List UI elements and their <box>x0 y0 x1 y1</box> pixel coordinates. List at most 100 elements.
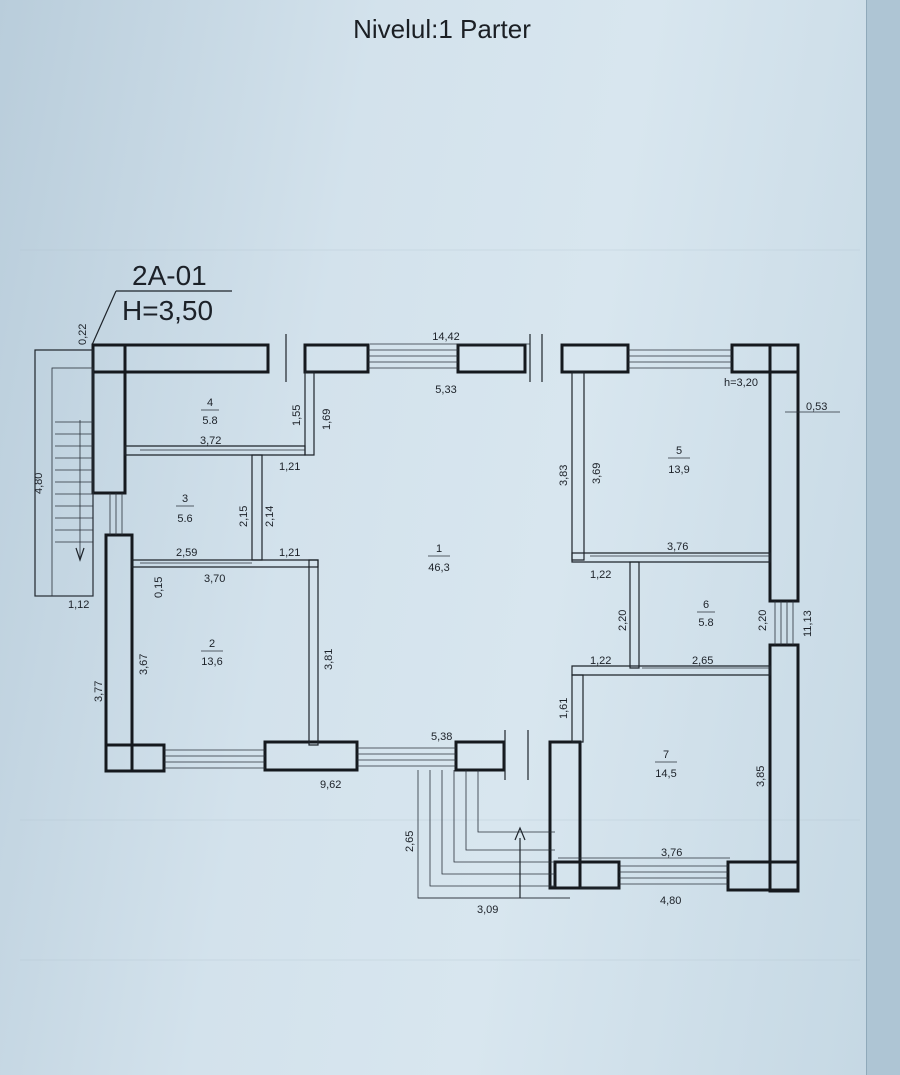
dim-left-outer: 3,77 <box>93 681 105 702</box>
dim-r2-h: 3,67 <box>138 654 150 675</box>
windows <box>109 349 794 885</box>
room-7-label: 7 14,5 <box>655 749 677 780</box>
dim-door-r3: 1,21 <box>279 461 300 473</box>
porch-arrow-icon <box>514 826 526 841</box>
room-5-label: 5 13,9 <box>668 445 690 476</box>
window-bottom-3 <box>619 865 728 885</box>
room-1-number: 1 <box>436 543 442 555</box>
wall-bottom-right <box>726 860 800 892</box>
room-1-label: 1 46,3 <box>428 543 450 574</box>
room-7-number: 7 <box>663 749 669 761</box>
partition-r5-left <box>571 371 585 561</box>
room-3-number: 3 <box>182 493 188 505</box>
dim-top-total: 14,42 <box>432 331 460 343</box>
partition-r4-bottom <box>124 445 306 456</box>
wall-top-seg2 <box>303 343 370 374</box>
partition-r4-right <box>304 371 315 456</box>
dim-right-total: 11,13 <box>802 610 814 637</box>
room-5-number: 5 <box>676 445 682 457</box>
entry-door-marks <box>285 334 543 780</box>
dim-r2-w: 3,70 <box>204 573 225 585</box>
room-3-area: 5.6 <box>177 513 192 525</box>
dim-r3-w: 2,59 <box>176 547 197 559</box>
dim-door-r7: 1,22 <box>590 655 611 667</box>
dim-bottom-total: 9,62 <box>320 779 341 791</box>
room-2-area: 13,6 <box>201 656 222 668</box>
window-left <box>109 493 123 535</box>
wall-right-upper <box>768 343 800 603</box>
dim-r6-h1: 2,20 <box>617 610 629 631</box>
room-2-number: 2 <box>209 638 215 650</box>
dim-r4-w: 3,72 <box>200 435 221 447</box>
dim-door-r6: 1,22 <box>590 569 611 581</box>
dim-h-room5: h=3,20 <box>724 377 758 389</box>
dim-r7-w: 3,76 <box>661 847 682 859</box>
dim-r5-h1: 3,83 <box>558 465 570 486</box>
room-6-number: 6 <box>703 599 709 611</box>
dim-r4-h1: 1,55 <box>291 405 303 426</box>
wall-top-left <box>91 343 270 374</box>
dimension-lines <box>35 343 840 899</box>
dim-top-inner: 5,33 <box>435 384 456 396</box>
wall-bottom-seg3 <box>454 740 506 772</box>
wall-left-lower <box>104 533 134 773</box>
partition-r7-left <box>571 674 584 743</box>
dim-stair-len: 4,80 <box>33 473 45 494</box>
dim-r3-h2: 2,14 <box>264 506 276 527</box>
height-label: H=3,50 <box>122 295 213 326</box>
room-labels: 4 5.8 3 5.6 2 13,6 1 46,3 5 13,9 6 5.8 <box>176 397 715 780</box>
partition-r6-bottom <box>571 665 771 676</box>
dim-r7-h2: 3,85 <box>755 766 767 787</box>
sheet-edge <box>866 0 900 1075</box>
room-4-area: 5.8 <box>202 415 217 427</box>
faint-ruling <box>20 249 860 961</box>
window-top-2 <box>628 349 732 369</box>
room-2-label: 2 13,6 <box>201 638 223 668</box>
stair-arrow-icon <box>75 547 85 562</box>
room-3-label: 3 5.6 <box>176 493 194 525</box>
room-1-area: 46,3 <box>428 562 449 574</box>
page-title: Nivelul:1 Parter <box>353 14 531 44</box>
partition-r6-left <box>629 561 640 669</box>
dim-r3-h: 2,15 <box>238 506 250 527</box>
dim-bottom-inner: 5,38 <box>431 731 452 743</box>
dim-stair-width: 1,12 <box>68 599 89 611</box>
partition-r5-bottom <box>571 552 771 563</box>
partition-r2-right <box>308 559 319 746</box>
dim-r2-h2: 3,81 <box>323 649 335 670</box>
wall-bottom-seg2 <box>263 740 359 772</box>
room-5-area: 13,9 <box>668 464 689 476</box>
window-top-1 <box>368 349 458 369</box>
dim-r5-w: 3,76 <box>667 541 688 553</box>
dim-door-r2: 1,21 <box>279 547 300 559</box>
window-bottom-1 <box>164 749 265 769</box>
wall-top-seg4 <box>560 343 630 374</box>
exterior-walls <box>91 343 800 893</box>
room-4-label: 4 5.8 <box>201 397 219 427</box>
room-4-number: 4 <box>207 397 213 409</box>
wall-left-upper <box>91 343 127 495</box>
wall-bottom-seg4 <box>553 860 621 890</box>
wall-right-lower <box>768 643 800 893</box>
room-6-area: 5.8 <box>698 617 713 629</box>
dim-wall-top-left: 0,22 <box>77 324 89 345</box>
window-bottom-2 <box>357 747 456 767</box>
stair-steps <box>55 420 93 560</box>
porch-steps <box>417 770 570 899</box>
dim-r6-w: 2,65 <box>692 655 713 667</box>
dimension-texts: 14,42 5,33 h=3,20 0,53 0,22 4,80 1,12 3,… <box>33 324 827 916</box>
interior-walls <box>124 371 771 746</box>
wall-top-seg3 <box>456 343 527 374</box>
partition-r3-right <box>251 454 263 561</box>
dim-r5-h2: 3,69 <box>591 463 603 484</box>
partition-r3-bottom <box>131 559 319 568</box>
wall-top-right <box>730 343 800 374</box>
room-6-label: 6 5.8 <box>697 599 715 629</box>
dim-porch-h: 2,65 <box>404 831 416 852</box>
dim-porch-w: 3,09 <box>477 904 498 916</box>
window-right <box>774 601 794 645</box>
label-leader <box>91 290 117 346</box>
dim-right-wall: 0,53 <box>806 401 827 413</box>
